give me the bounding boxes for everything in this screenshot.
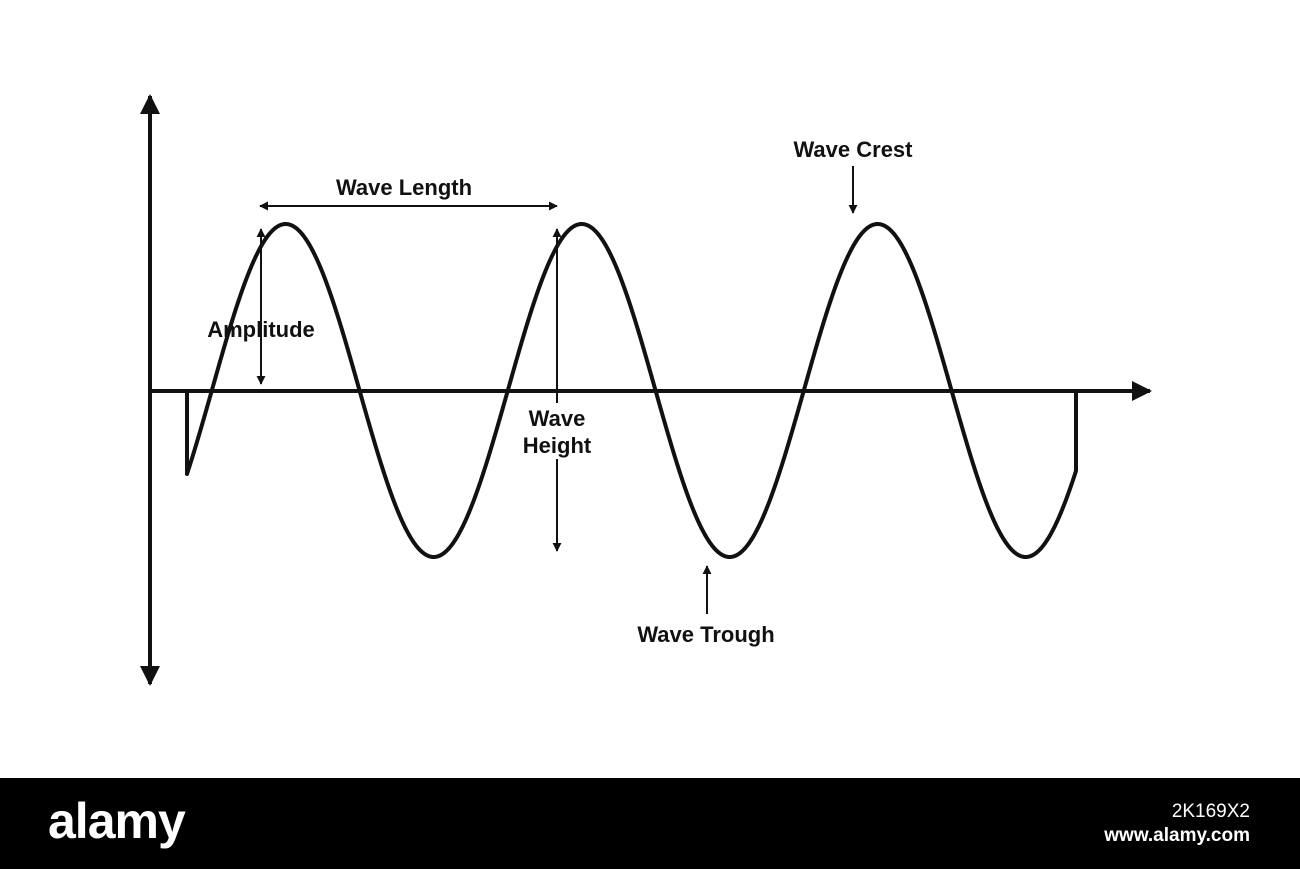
site-url-text: www.alamy.com	[1104, 825, 1250, 846]
footer-bar: alamy 2K169X2 www.alamy.com	[0, 778, 1300, 869]
wave-height-label-line1: Wave	[529, 406, 586, 431]
brand-logo: alamy	[48, 793, 186, 849]
image-credit: 2K169X2 www.alamy.com	[1104, 800, 1250, 848]
wave-height-label-line2: Height	[523, 433, 592, 458]
wave-crest-label: Wave Crest	[793, 137, 913, 162]
image-id-text: 2K169X2	[1171, 801, 1250, 822]
amplitude-label: Amplitude	[207, 317, 315, 342]
wave-diagram: Wave Length Wave Crest Amplitude Wave He…	[140, 94, 1152, 686]
wave-curve	[185, 222, 1078, 559]
wave-height-label-backdrop	[512, 403, 602, 459]
wave-trough-label: Wave Trough	[637, 622, 774, 647]
wave-length-label: Wave Length	[336, 175, 472, 200]
